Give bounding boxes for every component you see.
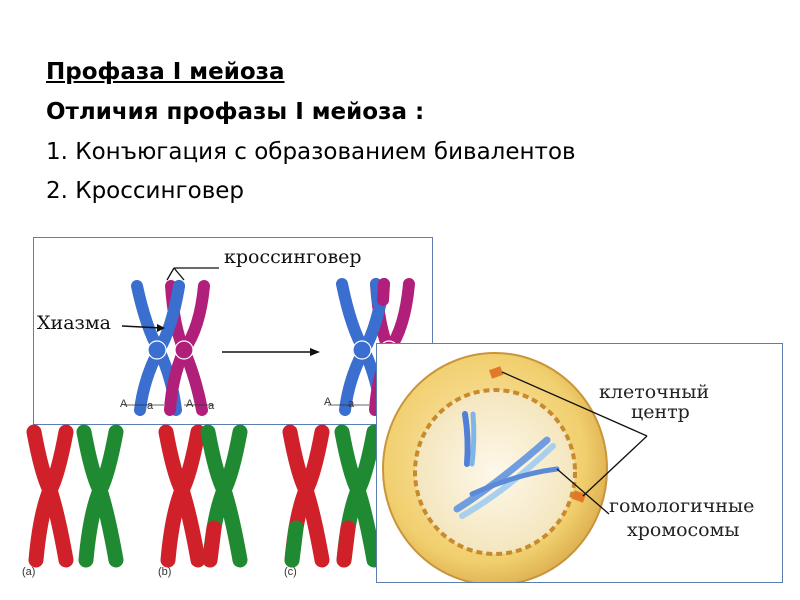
homolog-pairs-drawing bbox=[26, 424, 382, 568]
slide-subtitle: Отличия профазы I мейоза : bbox=[46, 99, 425, 125]
allele-a-upper-3: A bbox=[324, 396, 332, 408]
chiasma-label: Хиазма bbox=[37, 312, 111, 334]
slide-text: Профаза I мейоза Отличия профазы I мейоз… bbox=[46, 58, 576, 216]
list-item-crossover: 2. Кроссинговер bbox=[46, 178, 244, 204]
slide-title: Профаза I мейоза bbox=[46, 59, 285, 85]
homologous-chromosomes bbox=[453, 411, 560, 519]
crossover-diagram: кроссинговер Хиазма A a A a A a A a bbox=[33, 237, 433, 425]
pair-c bbox=[282, 424, 382, 568]
centrosome-label-line2: центр bbox=[631, 401, 690, 423]
centromere-right bbox=[174, 340, 194, 360]
chromosomes-label-line2: хромосомы bbox=[627, 519, 740, 541]
label-b: (b) bbox=[158, 566, 172, 578]
homolog-pairs-figure: (a) (b) (c) bbox=[20, 420, 382, 590]
label-a: (a) bbox=[22, 566, 36, 578]
pair-b bbox=[158, 424, 248, 568]
allele-a-lower-2: a bbox=[208, 400, 215, 412]
label-c: (c) bbox=[284, 566, 297, 578]
crossover-label: кроссинговер bbox=[224, 246, 362, 268]
cell-diagram: клеточный центр гомологичные хромосомы bbox=[376, 343, 783, 586]
chromosomes-label-line1: гомологичные bbox=[609, 495, 755, 517]
allele-a-upper-1: A bbox=[120, 398, 128, 410]
cell-drawing bbox=[382, 352, 648, 586]
centrosome-right bbox=[571, 490, 587, 503]
centrosome-top bbox=[488, 366, 504, 379]
nucleus bbox=[413, 388, 577, 556]
allele-a-lower-3: a bbox=[348, 398, 355, 410]
allele-a-lower-1: a bbox=[147, 400, 154, 412]
allele-a-upper-2: A bbox=[186, 398, 194, 410]
list-item-conjugation: 1. Конъюгация с образованием бивалентов bbox=[46, 139, 576, 165]
pair-a bbox=[26, 424, 124, 568]
centrosome-label-line1: клеточный bbox=[599, 381, 710, 403]
centromere-left bbox=[147, 340, 167, 360]
